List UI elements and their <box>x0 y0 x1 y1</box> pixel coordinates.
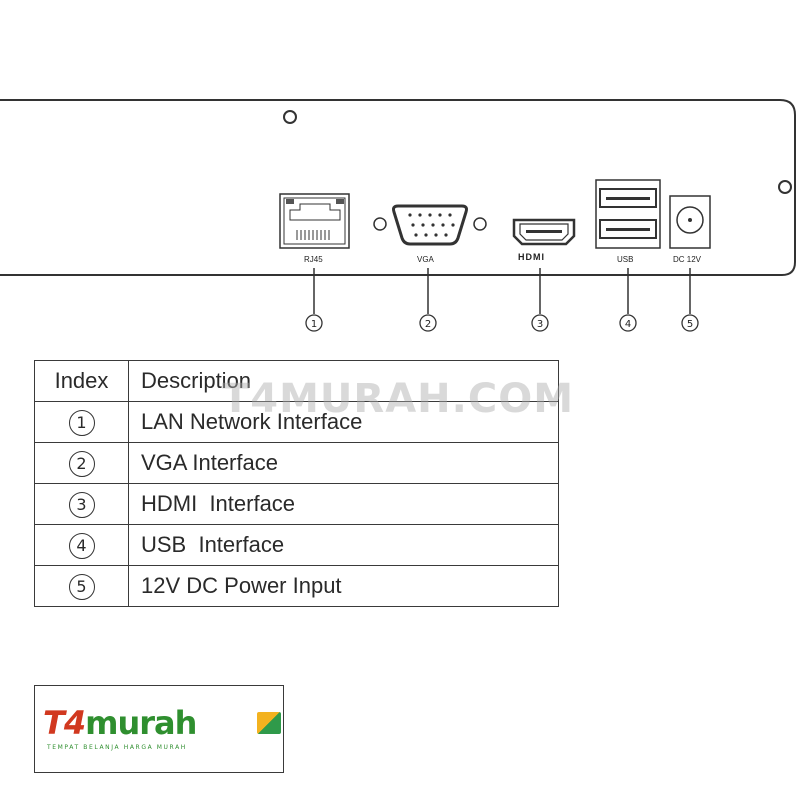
callout-1: 1 <box>305 314 323 332</box>
index-number: 1 <box>68 410 95 436</box>
port-label-dc-12v: DC 12V <box>673 255 702 264</box>
callout-leader-lines <box>313 268 691 314</box>
table-row: 2 VGA Interface <box>34 442 559 484</box>
svg-text:4: 4 <box>625 319 631 330</box>
description-cell: USB Interface <box>128 524 559 566</box>
usb-port-icon <box>595 179 661 249</box>
svg-text:5: 5 <box>687 319 693 330</box>
table-header-row: Index Description <box>34 360 559 402</box>
dc-power-jack-icon <box>669 195 711 249</box>
index-number: 3 <box>68 492 95 518</box>
vga-port-icon <box>373 204 487 246</box>
description-cell: LAN Network Interface <box>128 401 559 443</box>
logo-tagline: TEMPAT BELANJA HARGA MURAH <box>47 744 187 751</box>
brand-logo: T4murah TEMPAT BELANJA HARGA MURAH <box>34 685 284 773</box>
shopping-bag-icon <box>257 712 281 734</box>
description-cell: HDMI Interface <box>128 483 559 525</box>
description-cell: VGA Interface <box>128 442 559 484</box>
index-number: 5 <box>68 574 95 600</box>
svg-text:3: 3 <box>537 319 543 330</box>
svg-text:2: 2 <box>425 319 431 330</box>
port-label-vga: VGA <box>417 255 435 264</box>
logo-murah-text: murah <box>85 704 197 742</box>
logo-t4-text: T4 <box>43 704 86 742</box>
header-description: Description <box>128 360 559 402</box>
callout-3: 3 <box>531 314 549 332</box>
port-label-rj45: RJ45 <box>304 255 323 264</box>
screw-icon <box>283 110 297 124</box>
table-row: 3 HDMI Interface <box>34 483 559 525</box>
svg-text:1: 1 <box>311 319 317 330</box>
table-row: 4 USB Interface <box>34 524 559 566</box>
callout-4: 4 <box>619 314 637 332</box>
port-label-hdmi: HDMI <box>518 252 545 262</box>
screw-icon <box>778 180 792 194</box>
table-row: 5 12V DC Power Input <box>34 565 559 607</box>
index-number: 2 <box>68 451 95 477</box>
port-label-usb: USB <box>617 255 633 264</box>
rj45-port-icon <box>279 193 350 249</box>
table-row: 1 LAN Network Interface <box>34 401 559 443</box>
header-index: Index <box>34 360 129 402</box>
chassis-outline <box>0 99 796 276</box>
callout-5: 5 <box>681 314 699 332</box>
hdmi-port-icon <box>512 218 576 246</box>
device-rear-panel-diagram: RJ45 VGA HDMI USB DC 12V <box>0 99 796 332</box>
callout-2: 2 <box>419 314 437 332</box>
index-number: 4 <box>68 533 95 559</box>
description-cell: 12V DC Power Input <box>128 565 559 607</box>
port-index-table: Index Description 1 LAN Network Interfac… <box>34 360 559 607</box>
